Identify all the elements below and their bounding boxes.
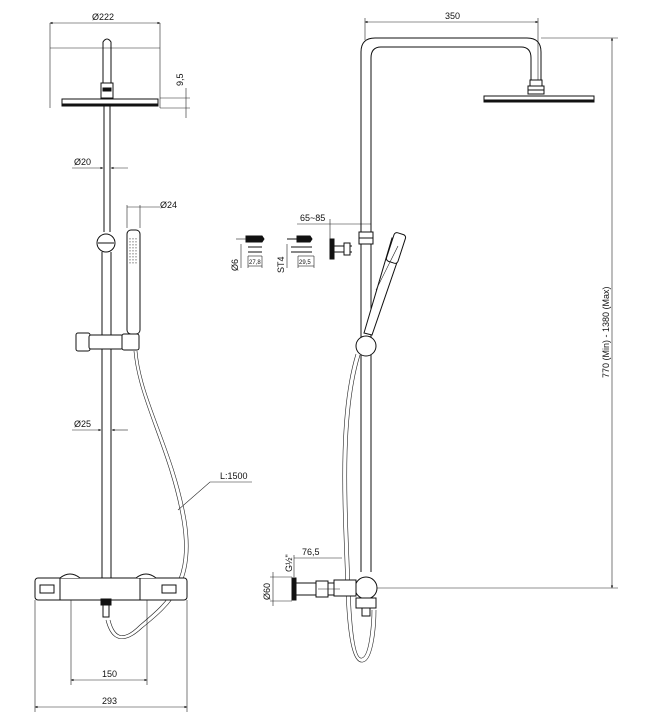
head-diameter-frame: Ø222 bbox=[49, 12, 161, 108]
side-valve-body bbox=[333, 576, 378, 617]
side-view: 350 770 (Min) - 1380 (Max) bbox=[262, 11, 618, 663]
anchor-length-2-label: 29,5 bbox=[299, 260, 311, 266]
side-swivel-ball bbox=[355, 335, 377, 357]
bracket-range-label: 65~85 bbox=[300, 213, 325, 223]
connector-length-dim: 76,5 G½" bbox=[284, 547, 342, 577]
front-gooseneck bbox=[102, 38, 112, 90]
lower-pipe-label: Ø25 bbox=[74, 419, 91, 429]
valve-centers-dim: 150 bbox=[70, 600, 148, 685]
anchor-diameter-label: Ø6 bbox=[230, 259, 240, 271]
front-hand-shower bbox=[126, 229, 141, 335]
side-hand-shower bbox=[363, 232, 407, 336]
upper-pipe-dim: Ø20 bbox=[72, 157, 128, 170]
front-hose bbox=[109, 350, 185, 636]
bracket-range-dim: 65~85 bbox=[297, 213, 371, 239]
front-slide-bracket bbox=[75, 332, 140, 352]
head-diameter-label: Ø222 bbox=[92, 12, 114, 22]
hose-length-dim: L:1500 bbox=[177, 471, 252, 511]
valve-width-label: 293 bbox=[102, 696, 117, 706]
side-hose bbox=[346, 354, 373, 659]
head-thickness-label: 9,5 bbox=[175, 73, 185, 86]
wall-bracket-detail bbox=[329, 238, 352, 260]
total-height-dim: 770 (Min) - 1380 (Max) bbox=[372, 37, 618, 589]
valve-width-dim: 293 bbox=[34, 600, 188, 712]
front-view: Ø222 9,5 Ø20 Ø25 bbox=[34, 12, 252, 712]
front-mixer-valve bbox=[34, 573, 188, 618]
connector-diameter-label: Ø60 bbox=[262, 583, 272, 600]
fixing-details: Ø6 27,8 ST4 29,5 65~85 bbox=[230, 213, 371, 273]
screw-spec-label: ST4 bbox=[276, 256, 286, 273]
handshower-label: Ø24 bbox=[160, 200, 177, 210]
side-wall-connector bbox=[291, 577, 340, 601]
valve-centers-label: 150 bbox=[102, 669, 117, 679]
arm-reach-label: 350 bbox=[445, 11, 460, 21]
thread-spec-label: G½" bbox=[284, 554, 294, 572]
arm-reach-dim: 350 bbox=[364, 11, 539, 80]
lower-pipe-dim: Ø25 bbox=[72, 419, 128, 432]
upper-pipe-label: Ø20 bbox=[74, 157, 91, 167]
head-thickness-dim: 9,5 bbox=[160, 73, 190, 118]
hose-length-label: L:1500 bbox=[220, 471, 248, 481]
wall-anchor-2: ST4 29,5 bbox=[276, 235, 315, 273]
connector-length-label: 76,5 bbox=[302, 547, 320, 557]
anchor-length-1-label: 27,8 bbox=[249, 260, 261, 266]
side-shower-arm bbox=[360, 37, 542, 232]
connector-diameter-dim: Ø60 bbox=[262, 572, 292, 606]
handshower-dim: Ø24 bbox=[126, 200, 177, 228]
total-height-label: 770 (Min) - 1380 (Max) bbox=[601, 286, 611, 378]
wall-anchor-1: Ø6 27,8 bbox=[230, 235, 265, 271]
